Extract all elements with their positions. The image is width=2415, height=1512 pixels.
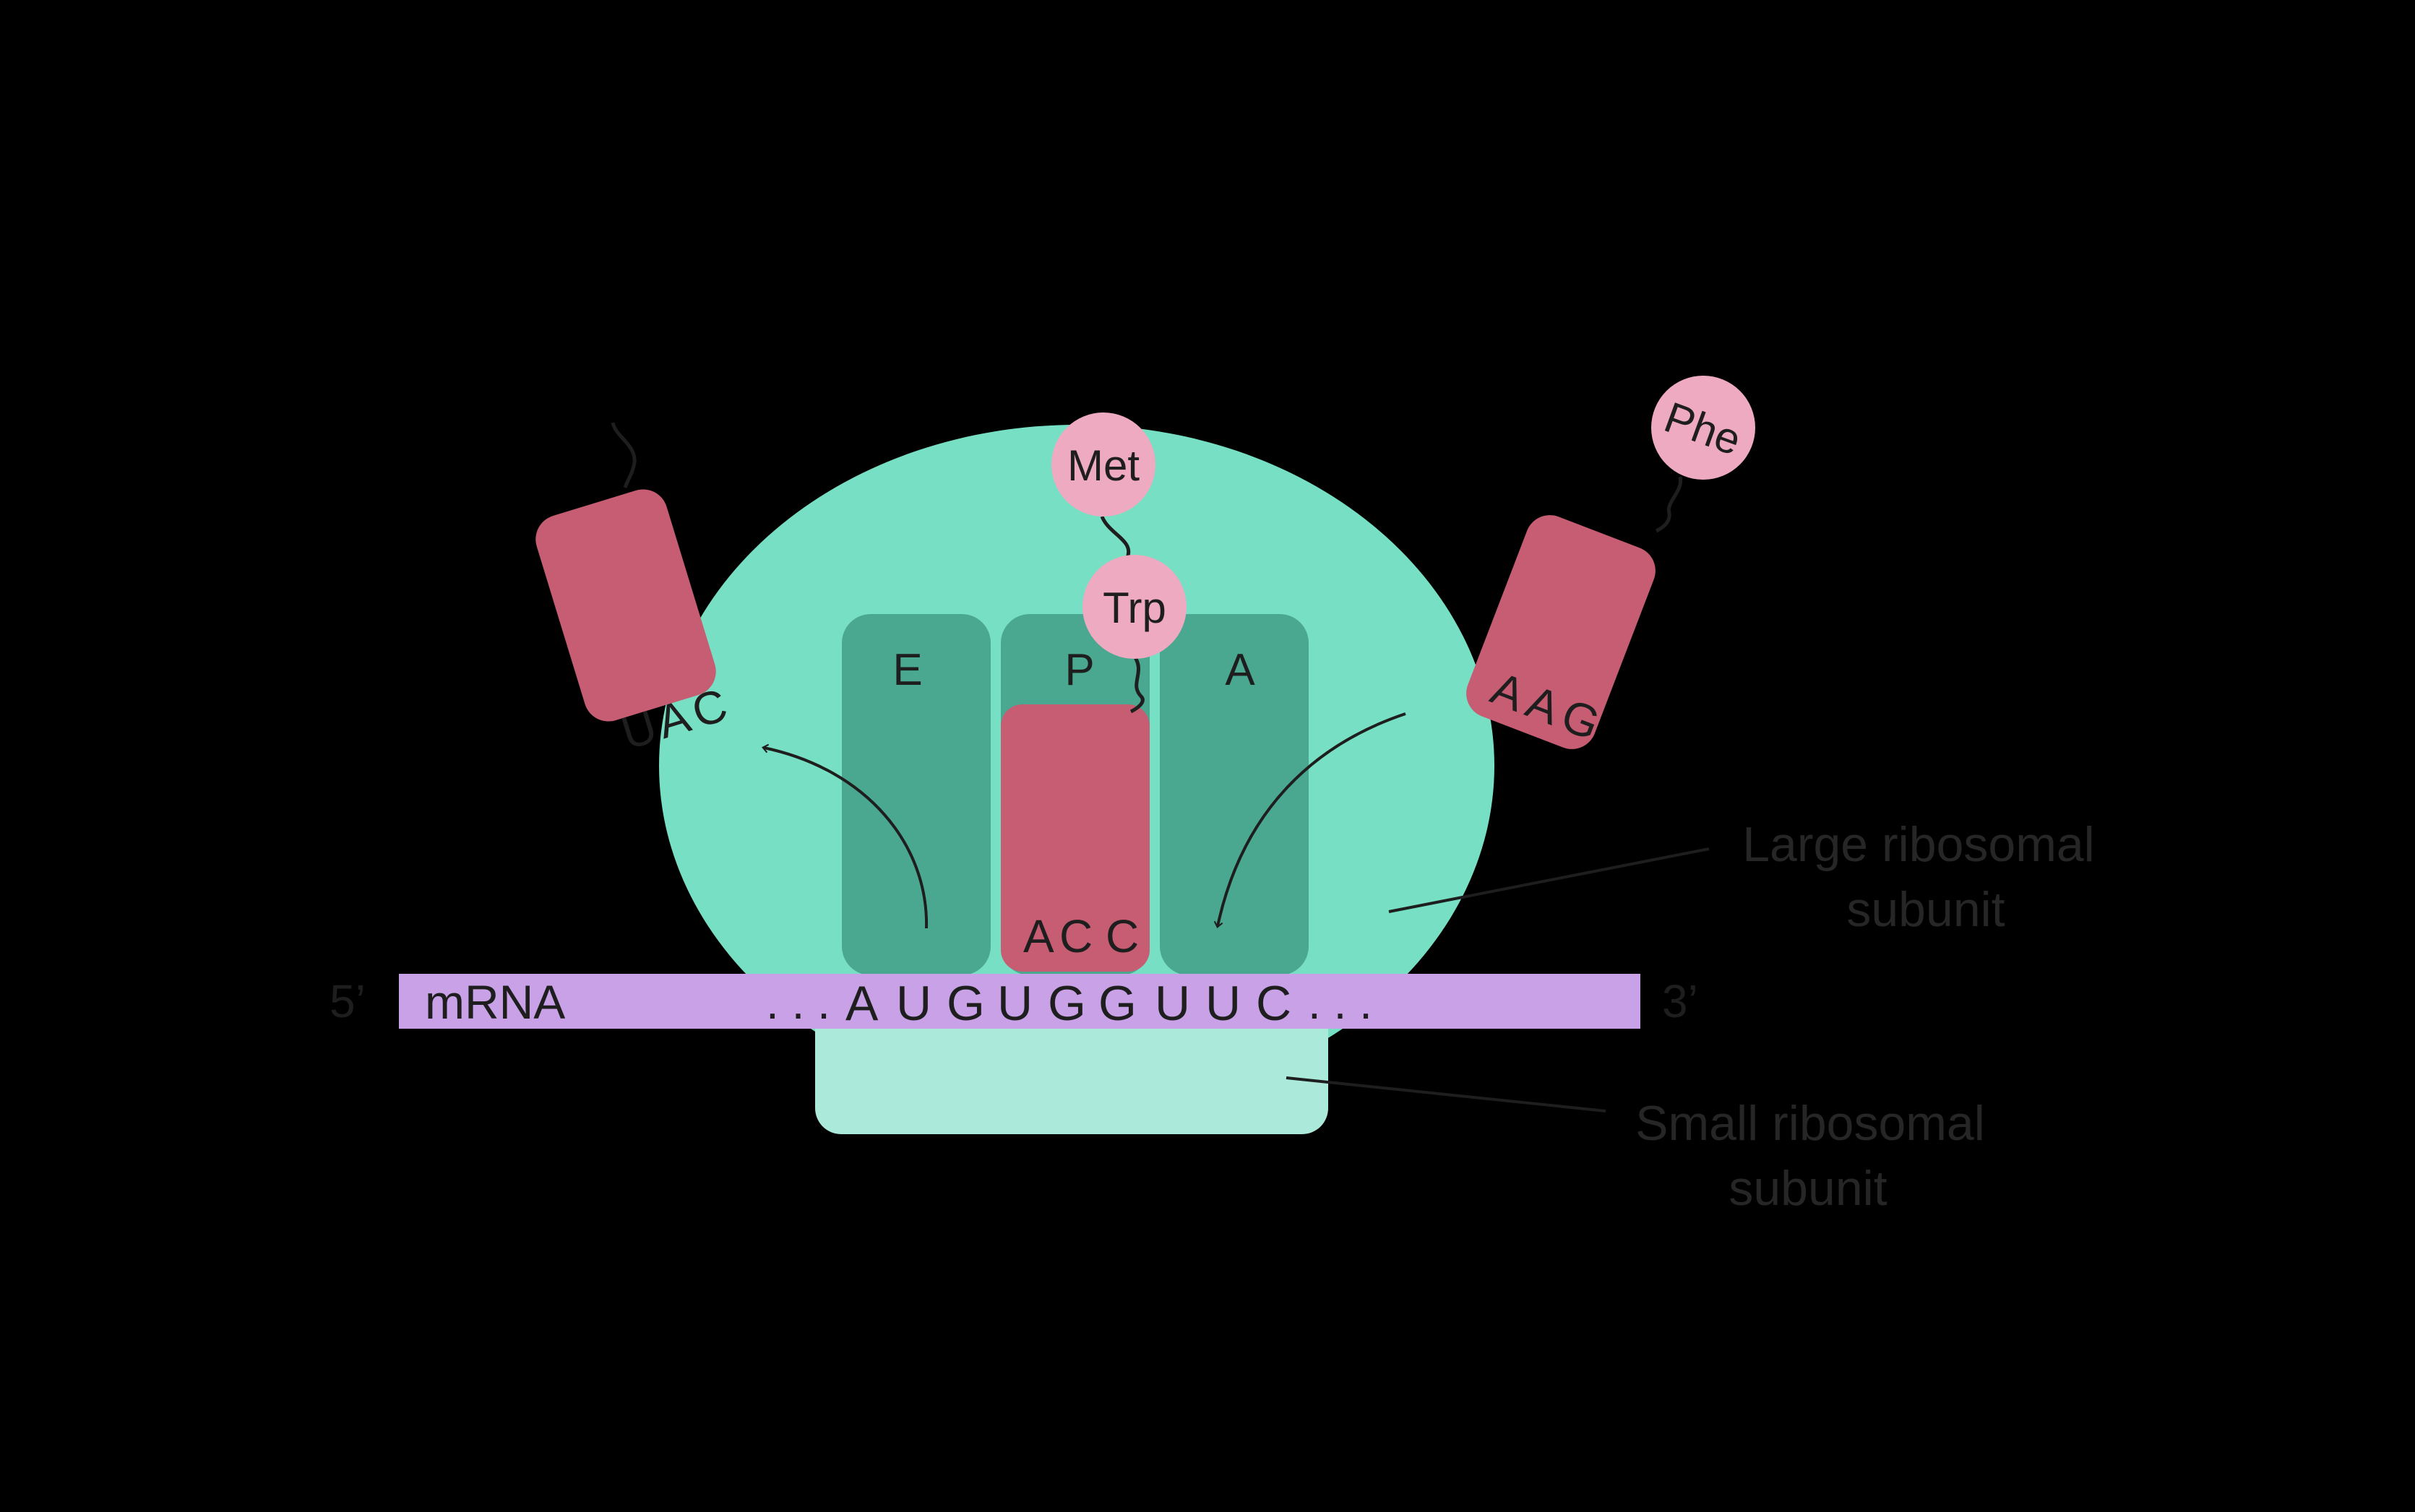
trp-label: Trp <box>1103 584 1166 632</box>
trp-trna-linker <box>1129 650 1145 714</box>
a-site <box>1160 614 1309 975</box>
mrna-label: mRNA <box>425 975 565 1029</box>
phe-amino-acid <box>1651 376 1755 480</box>
mrna-base: C <box>1256 976 1291 1031</box>
trna-p-site-anticodon: A C C <box>1023 910 1139 962</box>
e-site-label: E <box>892 645 922 695</box>
e-site <box>842 614 991 975</box>
mrna-base: U <box>997 976 1033 1031</box>
trna-p-site <box>1001 704 1150 972</box>
mrna-base: G <box>1048 976 1086 1031</box>
exit-trna-tail <box>611 422 637 488</box>
met-amino-acid <box>1051 412 1155 517</box>
mrna-base: G <box>947 976 985 1031</box>
mrna-base: U <box>896 976 931 1031</box>
trp-amino-acid <box>1082 555 1187 659</box>
peptide-bond-line <box>1100 515 1131 558</box>
three-prime-label: 3’ <box>1662 975 1698 1027</box>
small-ribosomal-subunit <box>815 997 1328 1134</box>
mrna-strand <box>399 974 1640 1029</box>
trna-exit <box>535 489 716 722</box>
large-subunit-label-line2: subunit <box>1846 882 2005 937</box>
small-subunit-leader <box>1286 1076 1606 1113</box>
incoming-trna-tail <box>1655 476 1683 533</box>
anticodon-base: C <box>1106 910 1139 962</box>
trna-incoming-group: A A G <box>1466 515 1656 750</box>
small-subunit-label-line1: Small ribosomal <box>1635 1096 1985 1151</box>
mrna-trailing-dots: . . . <box>1308 977 1372 1029</box>
exit-arrow <box>761 743 929 929</box>
p-site-label: P <box>1064 645 1094 695</box>
anticodon-base: C <box>1059 910 1093 962</box>
anticodon-base: A <box>1023 910 1054 962</box>
mrna-codons: A U G U G G U U C <box>845 976 1291 1031</box>
small-subunit-label-line2: subunit <box>1729 1161 1887 1216</box>
mrna-base: G <box>1098 976 1137 1031</box>
mrna-base: A <box>845 976 879 1031</box>
entry-arrow <box>1213 712 1406 929</box>
mrna-base: U <box>1205 976 1241 1031</box>
a-site-label: A <box>1225 645 1255 695</box>
trna-exit-group: U A C <box>535 489 733 759</box>
large-subunit-label-line1: Large ribosomal <box>1742 817 2095 872</box>
mrna-leading-dots: . . . <box>766 977 830 1029</box>
five-prime-label: 5’ <box>330 975 366 1027</box>
large-subunit-leader <box>1388 847 1710 913</box>
mrna-base: U <box>1155 976 1190 1031</box>
met-label: Met <box>1067 441 1140 490</box>
trna-incoming <box>1466 515 1656 749</box>
